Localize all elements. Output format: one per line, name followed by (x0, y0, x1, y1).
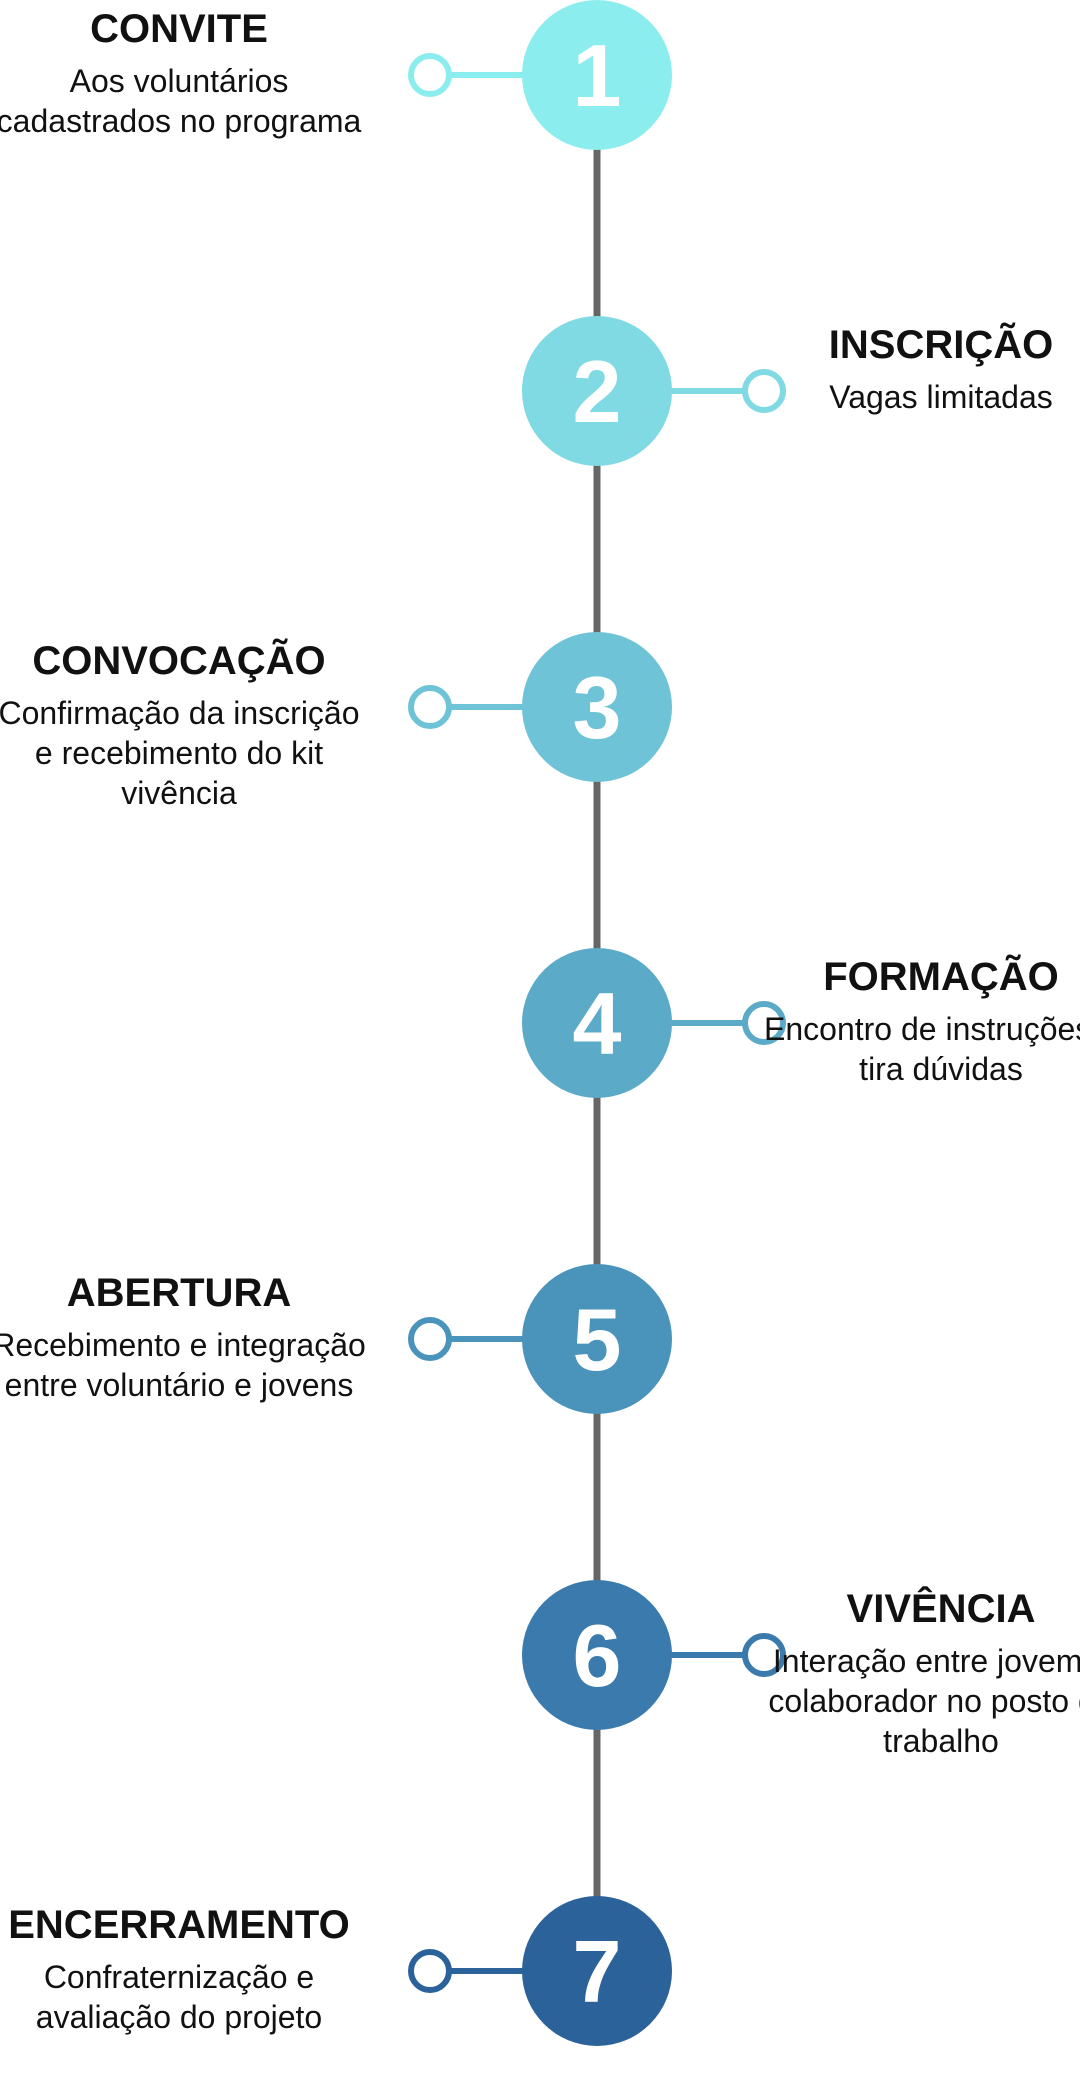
step-marker-ring (408, 1949, 452, 1993)
step-title: ENCERRAMENTO (8, 1903, 350, 1947)
step-description: Confraternização e avaliação do projeto (35, 1959, 323, 2035)
step-title: INSCRIÇÃO (828, 323, 1054, 367)
step-circle (522, 1580, 672, 1730)
step-label-2: INSCRIÇÃO Vagas limitadas (751, 321, 1080, 417)
step-number: 6 (573, 1606, 622, 1705)
step-description: Vagas limitadas (829, 379, 1053, 415)
step-label-5: ABERTURA Recebimento e integração entre v… (0, 1269, 369, 1405)
timeline-step-2: 2 (522, 316, 786, 466)
step-marker-ring (742, 1633, 786, 1677)
step-title: VIVÊNCIA (846, 1587, 1036, 1631)
timeline-step-5: 5 (408, 1264, 672, 1414)
step-circle (522, 1896, 672, 2046)
timeline-step-6: 6 (522, 1580, 786, 1730)
step-title: FORMAÇÃO (823, 955, 1059, 999)
step-circle (522, 632, 672, 782)
step-description: Interação entre jovem e colaborador no p… (768, 1643, 1080, 1759)
timeline-step-7: 7 (408, 1896, 672, 2046)
step-circle (522, 1264, 672, 1414)
step-title: CONVITE (90, 7, 268, 51)
timeline-step-4: 4 (522, 948, 786, 1098)
timeline-step-3: 3 (408, 632, 672, 782)
step-label-1: CONVITE Aos voluntários cadastrados no pr… (0, 5, 369, 141)
step-number: 2 (573, 342, 622, 441)
step-marker-ring (408, 53, 452, 97)
step-circle (522, 0, 672, 150)
step-marker-ring (408, 685, 452, 729)
step-number: 1 (573, 26, 622, 125)
step-number: 3 (573, 658, 622, 757)
step-description: Encontro de instruções e tira dúvidas (764, 1011, 1080, 1087)
step-title: CONVOCAÇÃO (32, 639, 326, 683)
step-circle (522, 316, 672, 466)
step-marker-ring (742, 369, 786, 413)
step-description: Aos voluntários cadastrados no programa (0, 63, 362, 139)
step-title: ABERTURA (66, 1271, 292, 1315)
step-description: Recebimento e integração entre voluntári… (0, 1327, 366, 1403)
step-description: Confirmação da inscrição e recebimento d… (0, 695, 360, 811)
step-marker-ring (408, 1317, 452, 1361)
step-label-3: CONVOCAÇÃO Confirmação da inscrição e rec… (0, 637, 369, 813)
timeline-step-1: 1 (408, 0, 672, 150)
step-label-4: FORMAÇÃO Encontro de instruções e tira dú… (751, 953, 1080, 1089)
step-circle (522, 948, 672, 1098)
step-number: 5 (573, 1290, 622, 1389)
step-label-7: ENCERRAMENTO Confraternização e avaliação… (0, 1901, 369, 2037)
step-number: 7 (573, 1922, 622, 2021)
step-marker-ring (742, 1001, 786, 1045)
step-label-6: VIVÊNCIA Interação entre jovem e colabora… (751, 1585, 1080, 1761)
step-number: 4 (573, 974, 622, 1073)
